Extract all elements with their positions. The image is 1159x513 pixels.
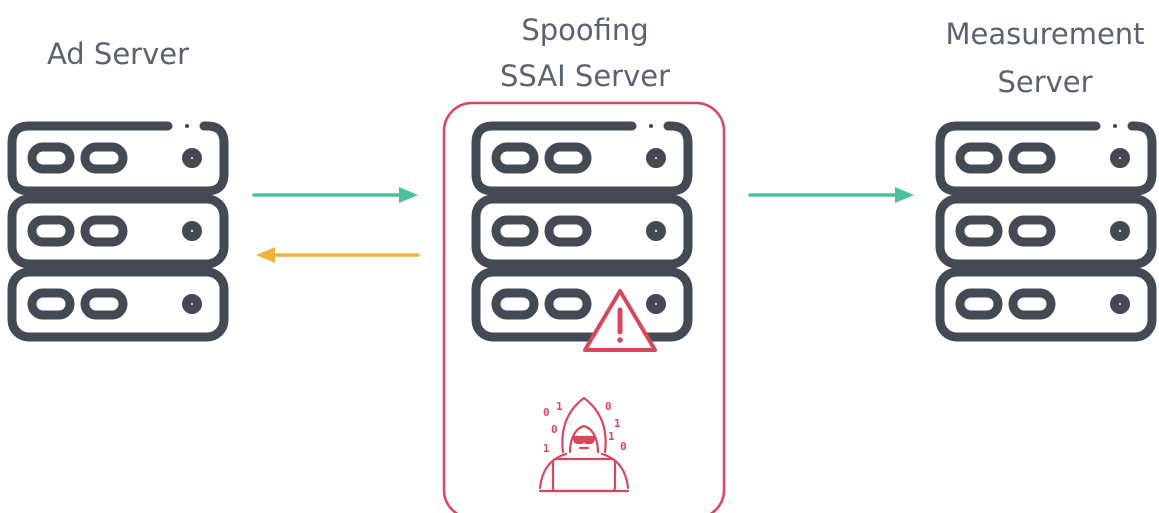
warning-triangle-icon [583, 289, 657, 352]
spoofing-server-box [442, 101, 726, 513]
spoofing-server-label-line1: Spoofing [521, 13, 649, 47]
binary-digit: 1 [543, 442, 550, 455]
binary-digit: 0 [620, 440, 627, 453]
arrow-spoofing-to-ad [256, 247, 420, 263]
binary-digits: 0 1 0 0 1 1 1 0 [543, 400, 627, 455]
binary-digit: 0 [543, 406, 550, 419]
measurement-server-label-line1: Measurement [945, 17, 1145, 51]
hacker-icon [538, 396, 630, 493]
binary-digit: 0 [551, 423, 558, 436]
spoofing-server-label-line2: SSAI Server [499, 59, 671, 93]
measurement-server-label-line2: Server [997, 65, 1093, 99]
spoofing-server-icon [476, 124, 688, 337]
arrow-spoofing-to-measurement [748, 187, 914, 203]
binary-digit: 1 [608, 430, 615, 443]
arrow-ad-to-spoofing [252, 187, 418, 203]
ad-server-label: Ad Server [46, 37, 190, 71]
binary-digit: 1 [614, 417, 621, 430]
measurement-server-icon [940, 124, 1152, 337]
binary-digit: 1 [556, 400, 563, 413]
binary-digit: 0 [605, 400, 612, 413]
ad-server-icon [12, 124, 224, 337]
